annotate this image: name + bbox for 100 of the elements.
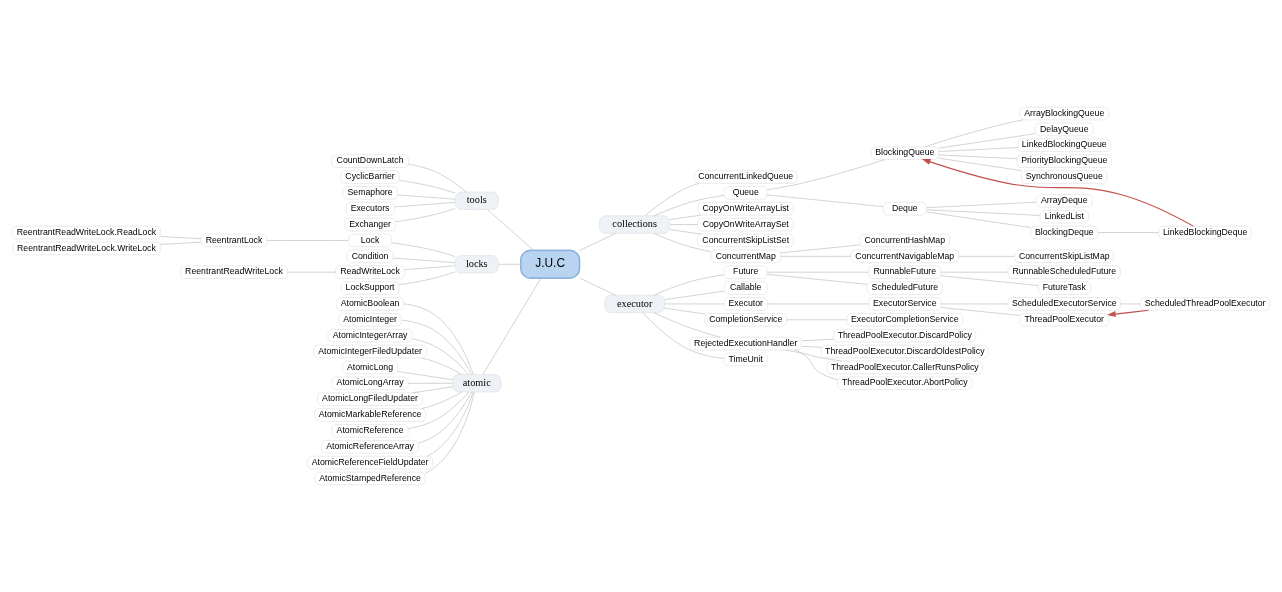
node-box: locks (454, 255, 499, 274)
connector (418, 391, 473, 444)
connector (391, 242, 456, 258)
node-box: AtomicIntegerFiledUpdater (313, 344, 427, 359)
node-box: RunnableFuture (868, 265, 942, 279)
node-box: ThreadPoolExecutor.DiscardPolicy (833, 328, 977, 343)
node-box: ReentrantReadWriteLock (180, 265, 288, 279)
node-box: atomic (452, 374, 502, 393)
node-box: LockSupport (340, 281, 400, 295)
node-box: AtomicMarkableReference (314, 408, 426, 422)
node-box: ExecutorCompletionService (846, 313, 964, 327)
connector (399, 180, 456, 194)
connector (669, 224, 699, 225)
arrow (1107, 309, 1150, 318)
connector (425, 391, 475, 474)
connector (924, 119, 1024, 148)
connector (398, 271, 456, 286)
node-box: CyclicBarrier (340, 170, 400, 184)
node-box: BlockingQueue (870, 146, 939, 160)
node-box: tools (454, 191, 499, 210)
connector (421, 391, 463, 409)
node-box: AtomicBoolean (335, 297, 405, 311)
connector (767, 273, 868, 285)
node-box: Exchanger (344, 217, 396, 232)
connector (266, 240, 349, 241)
node-box: LinkedBlockingQueue (1017, 138, 1112, 152)
node-box: LinkedList (1039, 209, 1089, 224)
node-box: ConcurrentHashMap (859, 233, 951, 248)
connector (1097, 232, 1160, 233)
node-box: collections (598, 215, 671, 234)
connector (653, 194, 725, 217)
connector (426, 391, 474, 457)
connector (482, 277, 542, 375)
connector (938, 157, 1022, 172)
connector (925, 209, 1041, 216)
node-box: CompletionService (704, 313, 787, 327)
node-box: ScheduledThreadPoolExecutor (1140, 297, 1271, 311)
connector (669, 229, 702, 235)
node-box: AtomicLongArray (331, 376, 409, 390)
node-box: AtomicIntegerArray (327, 328, 413, 343)
node-box: Deque (883, 202, 927, 216)
connector (940, 307, 1021, 316)
connector (780, 244, 861, 254)
node-box: ScheduledFuture (866, 281, 943, 295)
node-box: Future (723, 265, 768, 279)
connector (801, 346, 822, 348)
node-box: TimeUnit (723, 352, 768, 367)
connector (397, 371, 453, 381)
connector (421, 357, 463, 375)
node-box: ExecutorService (868, 297, 942, 311)
node-box: ScheduledExecutorService (1007, 297, 1121, 311)
connector (940, 275, 1039, 286)
connector (669, 214, 702, 220)
node-box: CopyOnWriteArrayList (697, 202, 795, 216)
node-box: ThreadPoolExecutor.AbortPolicy (837, 376, 973, 390)
node-box: FutureTask (1037, 281, 1091, 295)
connector (487, 209, 534, 251)
node-box: ArrayDeque (1035, 194, 1093, 208)
node-box: ReentrantLock (200, 233, 268, 248)
node-box: Executor (723, 297, 768, 311)
node-box: CopyOnWriteArraySet (697, 217, 795, 232)
connector (407, 391, 470, 429)
connector (653, 312, 721, 338)
connector (938, 147, 1019, 152)
connector (412, 338, 470, 375)
connector (642, 312, 725, 359)
node-box: ReadWriteLock (335, 265, 405, 279)
connector (412, 386, 453, 394)
connector (664, 307, 706, 315)
node-box: AtomicReferenceArray (321, 440, 419, 454)
connector (653, 232, 711, 252)
connector (766, 159, 885, 191)
connector (579, 277, 616, 296)
node-box: ThreadPoolExecutor (1019, 313, 1110, 327)
node-box: LinkedBlockingDeque (1158, 225, 1252, 240)
connector (401, 319, 473, 375)
connector (159, 241, 202, 245)
connector (408, 163, 467, 193)
node-box: ConcurrentLinkedQueue (693, 170, 798, 184)
connector (407, 382, 453, 384)
node-box: ConcurrentSkipListMap (1014, 249, 1115, 264)
node-box: ReentrantReadWriteLock.WriteLock (12, 241, 161, 256)
connector (397, 194, 456, 200)
node-box: BlockingDeque (1030, 225, 1099, 240)
node-box: PriorityBlockingQueue (1016, 154, 1112, 168)
node-box: AtomicInteger (338, 313, 402, 327)
node-box: SynchronousQueue (1021, 170, 1108, 184)
connector (664, 290, 725, 301)
node-box: RunnableScheduledFuture (1007, 265, 1121, 279)
node-box: ArrayBlockingQueue (1019, 106, 1110, 121)
connector (794, 349, 839, 381)
node-box: ConcurrentSkipListSet (697, 233, 795, 248)
node-box: RejectedExecutionHandler (689, 336, 803, 351)
node-box: ThreadPoolExecutor.CallerRunsPolicy (826, 360, 983, 375)
node-box: ConcurrentMap (710, 249, 782, 264)
connector (780, 255, 852, 257)
connector (653, 274, 725, 296)
node-box: AtomicReference (331, 424, 409, 438)
connector (497, 263, 522, 265)
node-box: CountDownLatch (331, 154, 409, 168)
